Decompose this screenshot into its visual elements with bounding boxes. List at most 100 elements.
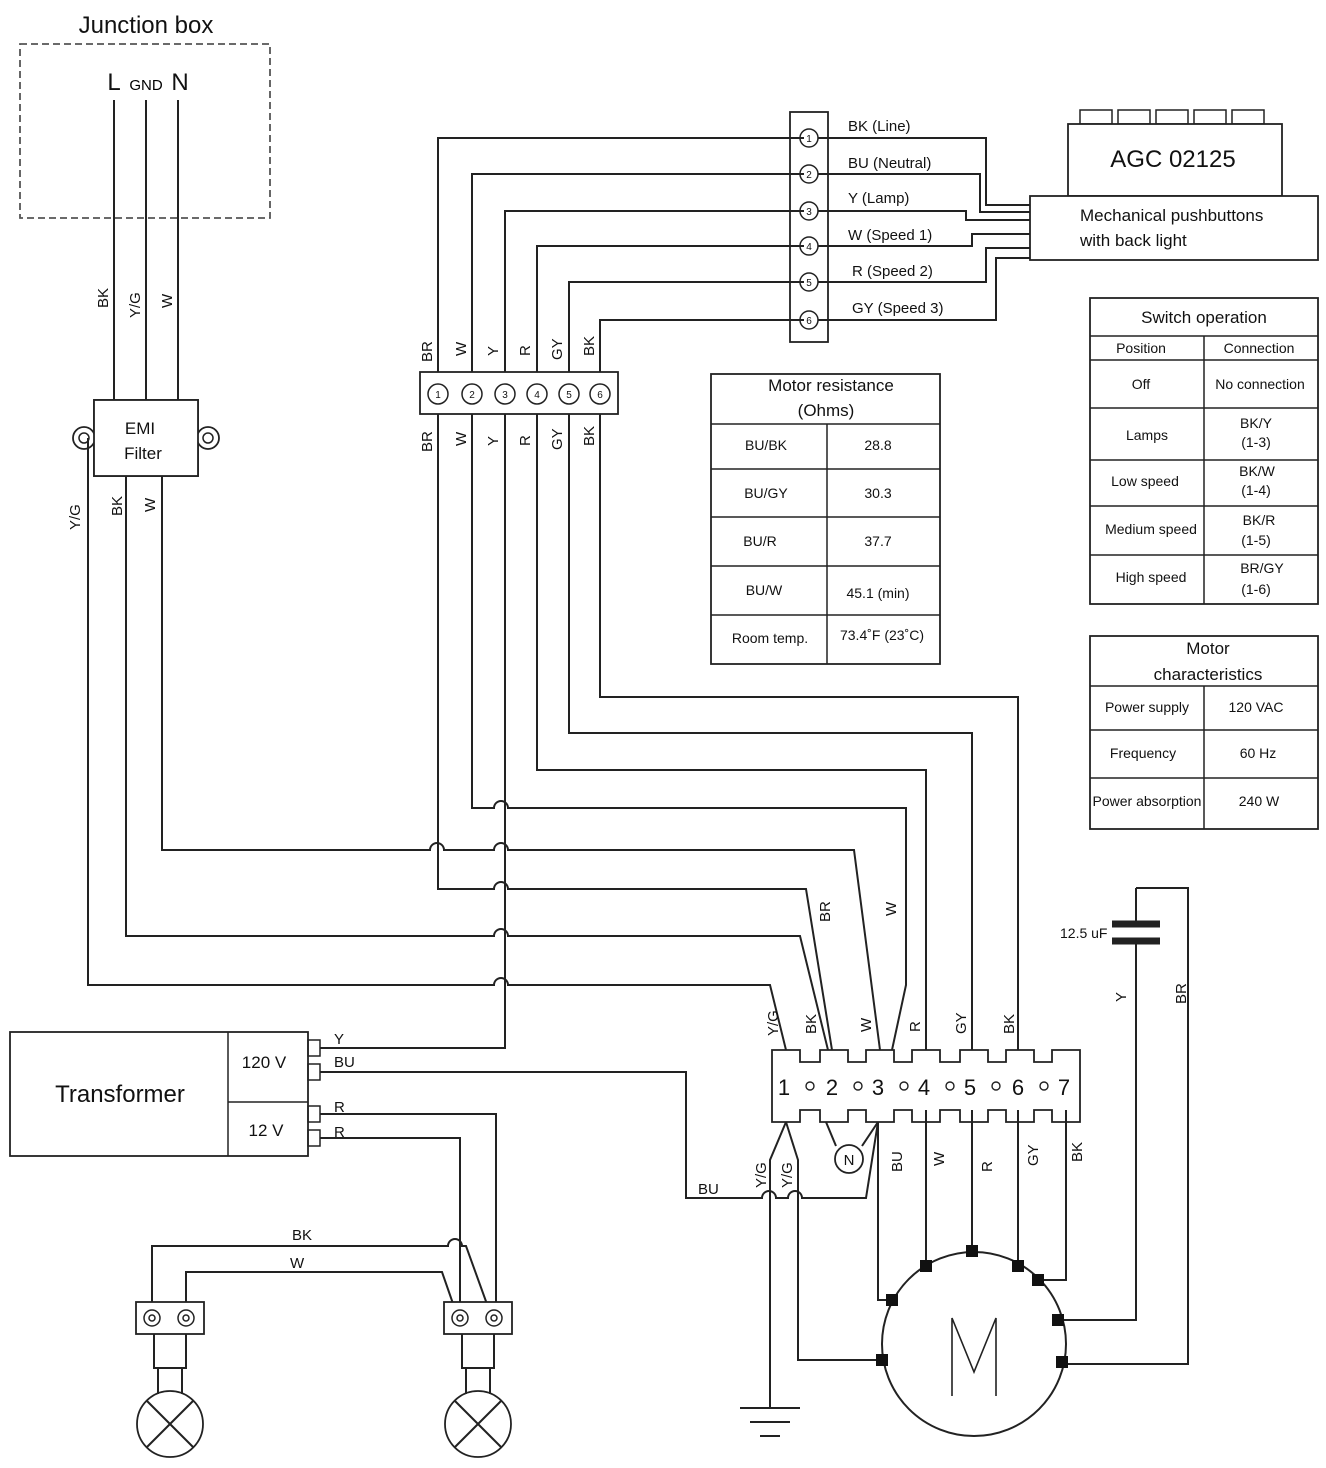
transformer-secondary: 12 V — [249, 1121, 285, 1140]
strip7-terminal-3: 3 — [872, 1075, 884, 1100]
mc-row2-val: 60 Hz — [1240, 745, 1277, 761]
transformer-r2-label: R — [334, 1124, 345, 1141]
mr-row1-val: 28.8 — [864, 437, 891, 453]
board-to-pushbutton-wires — [818, 137, 1030, 321]
neutral-indicator: N — [825, 1121, 879, 1174]
switch-operation-table: Switch operation Position Connection Off… — [1089, 297, 1319, 605]
strip6-terminal-label: 1 — [435, 390, 441, 401]
lamp-left-icon — [135, 1301, 205, 1458]
strip6-top-y: Y — [485, 346, 502, 356]
strip6-bot-y: Y — [485, 436, 502, 446]
strip6-bot-bk: BK — [581, 426, 598, 446]
motor-resistance-title-1: Motor resistance — [768, 376, 894, 395]
strip6-terminal-label: 2 — [469, 390, 475, 401]
strip7-top-labels: Y/G BK W R GY BK — [765, 1010, 1018, 1036]
switch-row4-pins: (1-5) — [1241, 532, 1271, 548]
mr-row3-val: 37.7 — [864, 533, 891, 549]
capacitor-value: 12.5 uF — [1060, 925, 1107, 941]
transformer-bu-label: BU — [334, 1054, 355, 1071]
bu-wire-label: BU — [698, 1181, 719, 1198]
strip6-bottom-labels: BR W Y R GY BK — [419, 426, 598, 452]
s7-bot-yg1: Y/G — [753, 1162, 770, 1188]
s7-top-r: R — [907, 1021, 924, 1032]
motor: M — [876, 1245, 1068, 1437]
switch-header-connection: Connection — [1224, 340, 1295, 356]
tb-label-4: W (Speed 1) — [848, 227, 932, 244]
s7-top-bk2: BK — [1001, 1014, 1018, 1034]
strip6-terminal-label: 3 — [502, 390, 508, 401]
s7-top-yg: Y/G — [765, 1010, 782, 1036]
motor-characteristics-table: Motor characteristics Power supply 120 V… — [1089, 635, 1319, 830]
mr-row2-pair: BU/GY — [744, 485, 788, 501]
mr-row2-val: 30.3 — [864, 485, 891, 501]
strip7-screw-4 — [945, 1081, 955, 1091]
emi-output-wires — [87, 438, 881, 1051]
s7-bot-w: W — [931, 1151, 948, 1166]
strip6-terminal-label: 5 — [566, 390, 572, 401]
strip7-screw-5 — [991, 1081, 1001, 1091]
capacitor-br-label: BR — [1173, 983, 1190, 1004]
board-to-strip-wires — [437, 137, 804, 380]
motor-char-title-2: characteristics — [1154, 665, 1263, 684]
transformer-name: Transformer — [55, 1081, 185, 1108]
crossing-br-label: BR — [817, 901, 834, 922]
switch-row3-conn: BK/W — [1239, 463, 1276, 479]
junction-wires — [113, 100, 179, 400]
strip7-terminal-4: 4 — [918, 1075, 930, 1100]
capacitor: 12.5 uF Y BR — [1058, 887, 1190, 1365]
strip6-bot-r: R — [517, 435, 534, 446]
pushbuttons-label-1: Mechanical pushbuttons — [1080, 206, 1263, 225]
lamp-w-label: W — [290, 1255, 305, 1272]
junction-N-label: N — [171, 69, 188, 96]
top-board-terminal-label: 3 — [806, 207, 812, 218]
switch-operation-title: Switch operation — [1141, 308, 1267, 327]
switch-row1-pos: Off — [1132, 376, 1151, 392]
strip6-top-labels: BR W Y R GY BK — [419, 336, 598, 362]
top-board-wire-labels: BK (Line) BU (Neutral) Y (Lamp) W (Speed… — [848, 118, 943, 317]
strip7-screw-6 — [1039, 1081, 1049, 1091]
switch-row3-pins: (1-4) — [1241, 482, 1271, 498]
tb-label-3: Y (Lamp) — [848, 190, 909, 207]
transformer: Transformer 120 V 12 V — [9, 1031, 321, 1157]
transformer-y-label: Y — [334, 1031, 344, 1048]
junction-box-title: Junction box — [79, 12, 214, 39]
strip7-screw-1 — [805, 1081, 815, 1091]
strip7-terminal-7: 7 — [1058, 1075, 1070, 1100]
strip6-bot-gy: GY — [549, 428, 566, 450]
strip6-terminal-5: 5 — [558, 383, 580, 405]
switch-row5-conn: BR/GY — [1240, 560, 1284, 576]
top-board-terminal-label: 5 — [806, 278, 812, 289]
strip7-terminal-2: 2 — [826, 1075, 838, 1100]
agc-model: AGC 02125 — [1110, 146, 1235, 173]
emi-out-w-label: W — [142, 497, 159, 512]
lamp-bk-label: BK — [292, 1227, 312, 1244]
emi-out-bk-label: BK — [109, 496, 126, 516]
crossing-w-label: W — [883, 901, 900, 916]
mr-row5-pair: Room temp. — [732, 630, 808, 646]
s7-top-bk: BK — [803, 1014, 820, 1034]
strip6-bot-w: W — [453, 431, 470, 446]
strip7-bottom-labels: Y/G Y/G BU W R GY BK — [753, 1142, 1086, 1188]
strip6-bot-br: BR — [419, 431, 436, 452]
junction-wire-w-label: W — [159, 293, 176, 308]
emi-label-2: Filter — [124, 444, 162, 463]
mc-row1-key: Power supply — [1105, 699, 1189, 715]
transformer-primary: 120 V — [242, 1053, 287, 1072]
strip6-terminal-label: 6 — [597, 390, 603, 401]
switch-row5-pos: High speed — [1116, 569, 1187, 585]
ground-icon — [740, 1407, 800, 1437]
strip6-terminal-1: 1 — [427, 383, 449, 405]
junction-box — [19, 43, 271, 219]
strip6-to-strip7-wires — [320, 414, 1019, 1051]
s7-bot-bk: BK — [1069, 1142, 1086, 1162]
emi-out-yg-label: Y/G — [67, 504, 84, 530]
strip7-terminal-1: 1 — [778, 1075, 790, 1100]
switch-row2-pos: Lamps — [1126, 427, 1168, 443]
strip6-top-gy: GY — [549, 338, 566, 360]
motor-resistance-table: Motor resistance (Ohms) BU/BK 28.8 BU/GY… — [710, 373, 941, 665]
